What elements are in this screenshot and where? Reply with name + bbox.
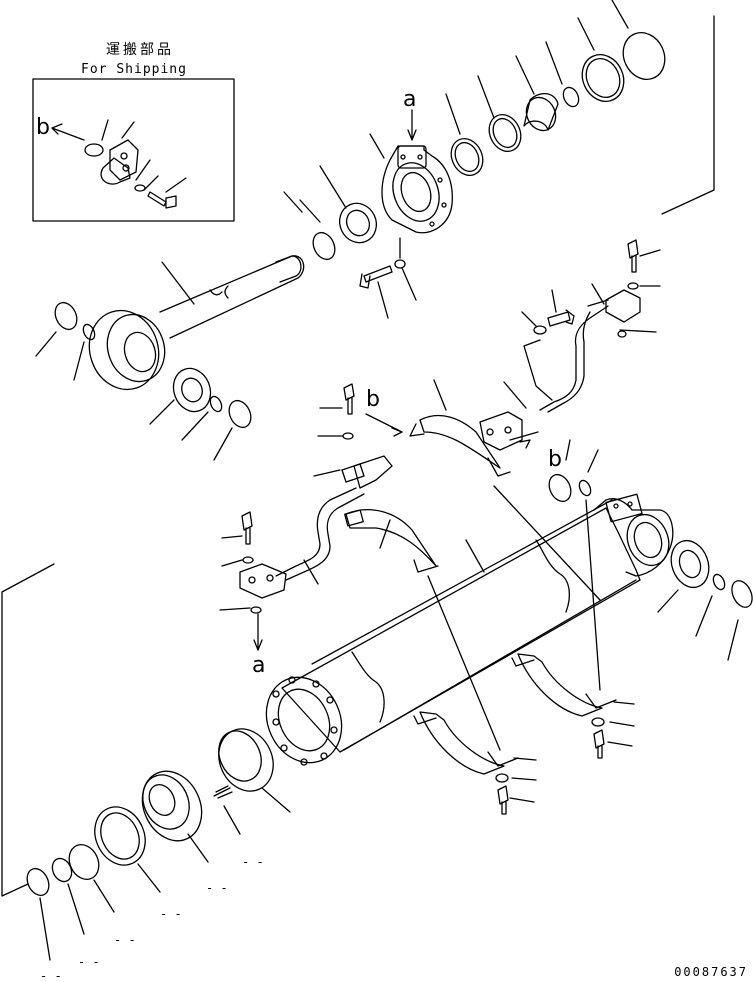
rod-end-parts	[445, 0, 666, 176]
stub-label: - -	[242, 855, 264, 869]
lower-clamp-2	[419, 711, 505, 775]
stub-labels: - - - - - - - - - - - -	[40, 855, 264, 982]
shipping-arrow-label: b	[36, 115, 50, 140]
piston	[141, 770, 203, 842]
return-line	[661, 15, 715, 215]
shipping-parts-inset: 運搬部品 For Shipping b	[32, 42, 235, 222]
piston-parts	[1, 563, 291, 961]
spherical-bushing	[172, 367, 212, 413]
rod-eye	[88, 309, 160, 391]
shipping-bolt	[147, 191, 177, 209]
piston-rod	[88, 165, 378, 391]
stub-label: - -	[40, 969, 62, 982]
flange-block	[605, 289, 641, 323]
stub-label: - -	[78, 955, 100, 969]
bolt-2	[547, 309, 575, 327]
cylinder-head: a	[359, 87, 453, 319]
upper-tube-assembly: b	[409, 15, 715, 503]
upper-clamp-band	[419, 414, 501, 469]
stub-label: - -	[160, 907, 182, 921]
seal-ring-1	[488, 114, 522, 152]
lower-clamp-1-bolt	[593, 729, 605, 759]
mid-flange	[341, 463, 365, 483]
stub-label: - -	[114, 933, 136, 947]
hose-bracket	[479, 411, 523, 451]
callout-b-mid: b	[366, 387, 380, 412]
callout-b-right: b	[548, 447, 562, 472]
mid-hose	[275, 487, 357, 577]
shipping-title-jp: 運搬部品	[106, 42, 174, 58]
backup-ring	[581, 54, 625, 102]
callout-a-bottom: a	[252, 653, 265, 678]
shipping-arrow-icon	[51, 123, 85, 141]
callout-a-top: a	[403, 87, 416, 112]
set-screw	[213, 785, 233, 799]
piston-seal	[94, 806, 146, 866]
shipping-clamp-half	[100, 157, 131, 185]
seal-ring-2	[450, 138, 484, 176]
cylinder-tube	[265, 493, 674, 766]
lower-flange-block	[239, 563, 287, 599]
left-seal	[82, 323, 96, 341]
small-snap-ring	[548, 473, 572, 503]
shipping-small-washer	[134, 184, 146, 192]
mid-bolt	[343, 383, 355, 415]
right-snap-ring	[228, 399, 252, 429]
lower-clamp-1	[517, 653, 603, 717]
rod-snap-ring	[312, 231, 336, 261]
upper-hose	[539, 305, 609, 411]
lower-clamp-2-bolt	[497, 785, 509, 815]
rod-eye-bushing-parts	[35, 301, 252, 461]
lower-clamps	[413, 485, 635, 815]
mid-clamp-band	[345, 509, 437, 567]
stub-label: - -	[206, 881, 228, 895]
head-bolt	[359, 265, 393, 289]
rod-bearing	[338, 202, 378, 244]
right-seal	[209, 395, 223, 413]
snap-ring	[562, 86, 580, 108]
shipping-title-en: For Shipping	[81, 62, 187, 77]
tube-flange	[265, 676, 343, 764]
mid-tube-assembly: b a	[219, 383, 439, 678]
shipping-washer	[84, 143, 104, 157]
piston-snap-ring	[26, 867, 50, 897]
lower-bolt	[241, 511, 253, 545]
bottom-bushing-parts	[657, 539, 753, 661]
left-snap-ring	[54, 301, 78, 331]
shipping-box-frame	[32, 78, 235, 222]
large-o-ring	[622, 32, 666, 80]
bolt-1	[627, 239, 639, 273]
shipping-clamp-block	[109, 139, 139, 181]
drawing-number: 00087637	[674, 965, 748, 979]
